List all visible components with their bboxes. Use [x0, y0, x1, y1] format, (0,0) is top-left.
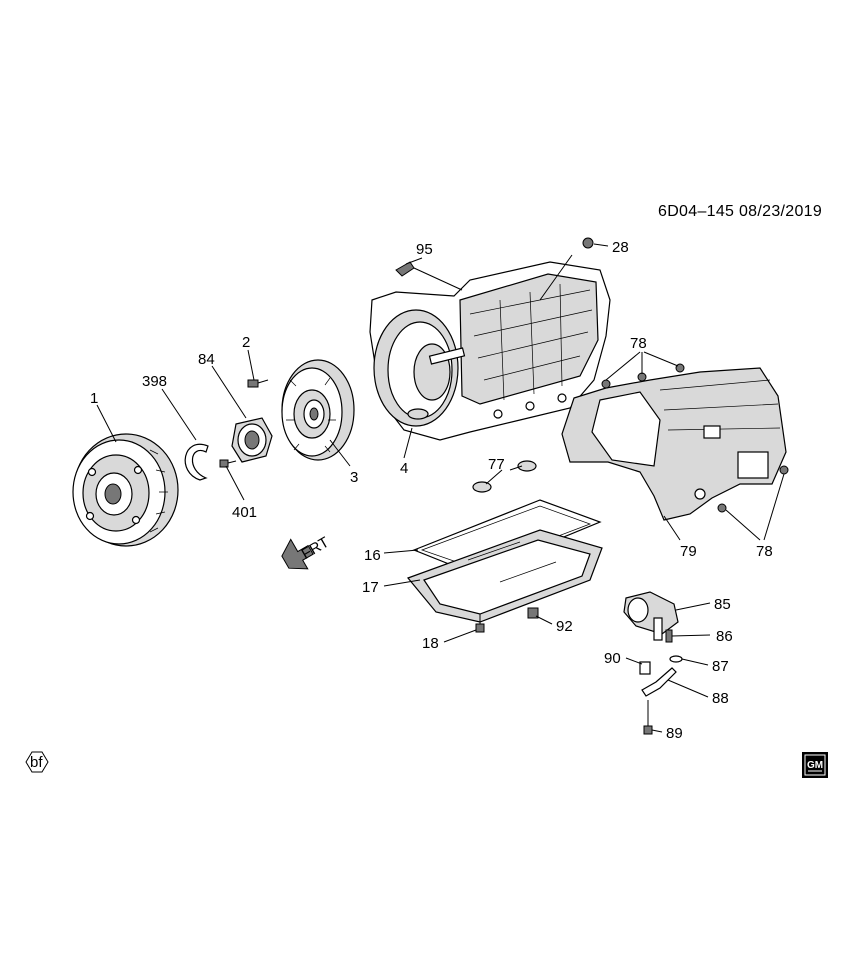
drain-plug[interactable]	[527, 607, 539, 619]
callout-92: 92	[556, 618, 573, 635]
callout-89: 89	[666, 725, 683, 742]
front-seal[interactable]	[231, 417, 273, 463]
callout-398: 398	[142, 373, 167, 390]
callout-79: 79	[680, 543, 697, 560]
washer-77[interactable]	[472, 460, 537, 493]
oil-pump[interactable]	[281, 359, 355, 461]
extension-housing[interactable]	[561, 367, 787, 521]
front-direction-arrow-icon: FRT	[281, 534, 333, 570]
leader-lines	[96, 243, 785, 733]
callout-17: 17	[362, 579, 379, 596]
callout-90: 90	[604, 650, 621, 667]
plug-28[interactable]	[582, 237, 594, 249]
oil-pan[interactable]	[406, 529, 603, 623]
callouts: 1 398 84 2 401 3 4 95 28 78 78 79 77 16 …	[90, 239, 773, 742]
callout-78-lower: 78	[756, 543, 773, 560]
callout-88: 88	[712, 690, 729, 707]
vent-tube[interactable]	[395, 261, 463, 291]
callout-16: 16	[364, 547, 381, 564]
gm-logo-icon: GM	[802, 752, 828, 778]
callout-18: 18	[422, 635, 439, 652]
bolt-2[interactable]	[247, 379, 269, 388]
snap-ring[interactable]	[184, 443, 209, 481]
callout-86: 86	[716, 628, 733, 645]
callout-84: 84	[198, 351, 215, 368]
callout-28: 28	[612, 239, 629, 256]
callout-4: 4	[400, 460, 408, 477]
auxiliary-pump[interactable]	[623, 591, 679, 641]
seal-87[interactable]	[669, 655, 683, 663]
callout-77: 77	[488, 456, 505, 473]
bolt-86[interactable]	[665, 629, 673, 643]
callout-78-upper: 78	[630, 335, 647, 352]
bolt-401[interactable]	[219, 459, 237, 468]
callout-2: 2	[242, 334, 250, 351]
transmission-case[interactable]	[369, 261, 611, 441]
diagram-reference-code: 6D04–145 08/23/2019	[658, 203, 823, 220]
callout-87: 87	[712, 658, 729, 675]
gm-logo-text: GM	[807, 760, 823, 771]
callout-3: 3	[350, 469, 358, 486]
callout-95: 95	[416, 241, 433, 258]
callout-1: 1	[90, 390, 98, 407]
callout-85: 85	[714, 596, 731, 613]
bf-badge-label: bf	[30, 754, 43, 771]
bf-badge: bf	[25, 751, 49, 773]
torque-converter[interactable]	[72, 433, 179, 547]
fitting-90[interactable]	[639, 661, 651, 675]
callout-401: 401	[232, 504, 257, 521]
bolt-89[interactable]	[643, 700, 653, 735]
pipe-88[interactable]	[641, 667, 677, 697]
frt-label: FRT	[299, 534, 333, 563]
pan-bolt[interactable]	[475, 614, 485, 633]
